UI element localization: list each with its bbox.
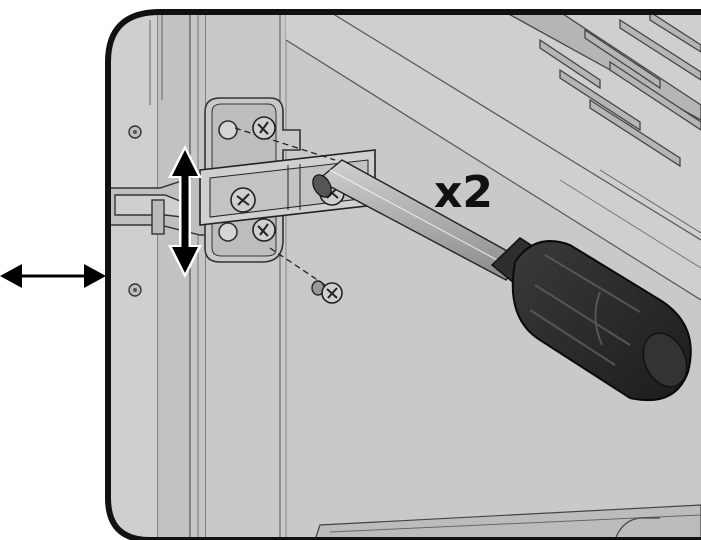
shelf-rail — [314, 504, 701, 540]
double-arrow-vertical-icon — [168, 145, 202, 278]
hinge-arm — [108, 174, 226, 236]
double-arrow-horizontal-icon — [0, 264, 106, 288]
inner-wall — [206, 12, 701, 540]
guide-lines — [234, 127, 336, 286]
vent-slots — [504, 12, 701, 168]
phillips-screw-icon — [252, 116, 276, 140]
phillips-screw-icon — [230, 187, 256, 213]
phillips-screw-icon — [252, 218, 276, 242]
appliance-panel — [108, 12, 701, 540]
quantity-label: x2 — [434, 167, 493, 218]
loose-screw — [311, 280, 343, 304]
screwdriver-icon — [312, 159, 692, 402]
